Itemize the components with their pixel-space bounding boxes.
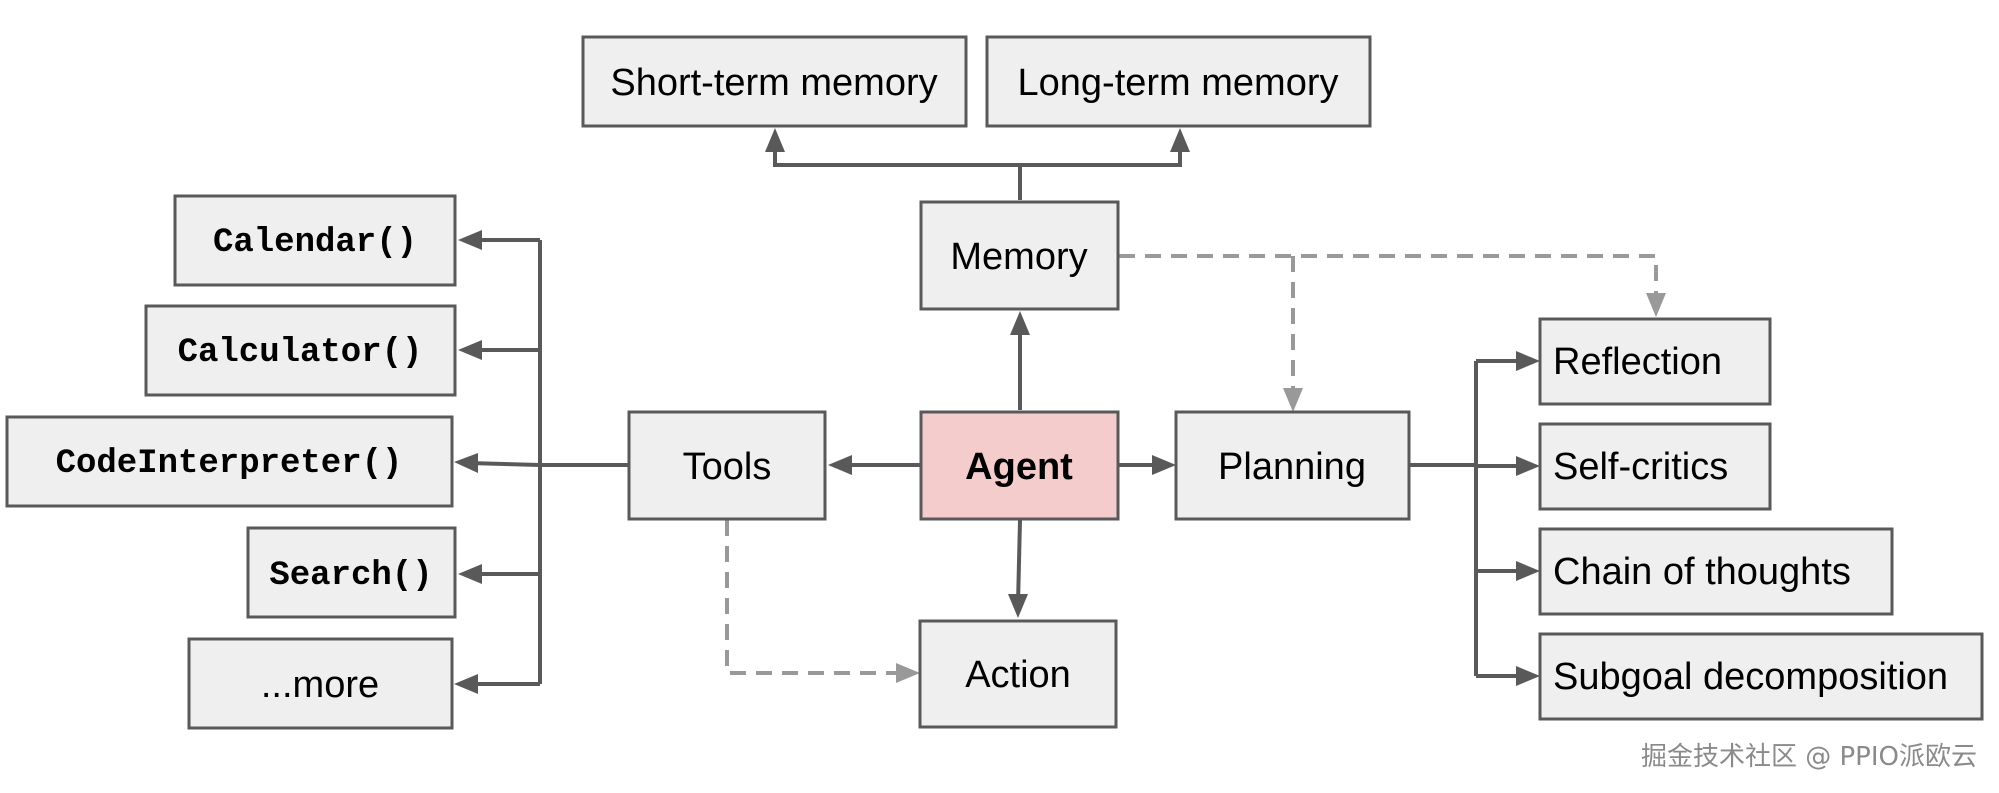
arrowhead-planning bbox=[1152, 455, 1176, 475]
edge-memory-to-long-term bbox=[1020, 140, 1182, 167]
arrowhead-search bbox=[458, 564, 482, 584]
arrowhead-chain-of-thoughts bbox=[1516, 561, 1540, 581]
calendar-label: Calendar() bbox=[213, 224, 417, 262]
edge-agent-to-action bbox=[1016, 519, 1022, 605]
node-tools[interactable]: Tools bbox=[627, 410, 827, 521]
tools-label: Tools bbox=[683, 446, 772, 488]
watermark: 掘金技术社区 @ PPIO派欧云 bbox=[1641, 742, 1977, 772]
dashed-arrowhead-planning bbox=[1283, 388, 1303, 412]
arrowhead-memory bbox=[1010, 311, 1030, 335]
edge-to-code-interpreter bbox=[467, 461, 541, 467]
arrowhead-subgoal bbox=[1516, 666, 1540, 686]
node-calculator[interactable]: Calculator() bbox=[144, 304, 457, 397]
edge-memory-to-short-term bbox=[773, 140, 1022, 200]
node-long-term-memory[interactable]: Long-term memory bbox=[985, 35, 1372, 128]
action-label: Action bbox=[965, 654, 1071, 696]
dashed-tools-to-action bbox=[725, 520, 900, 675]
agent-label: Agent bbox=[965, 446, 1073, 488]
node-memory[interactable]: Memory bbox=[919, 200, 1120, 311]
arrowhead-action bbox=[1008, 594, 1028, 618]
arrowhead-self-critics bbox=[1516, 456, 1540, 476]
search-label: Search() bbox=[269, 557, 432, 595]
arrowhead-long-term bbox=[1170, 128, 1190, 152]
memory-label: Memory bbox=[950, 236, 1087, 278]
node-more[interactable]: ...more bbox=[187, 637, 454, 730]
self-critics-label: Self-critics bbox=[1553, 446, 1728, 488]
arrowhead-calculator bbox=[458, 340, 482, 360]
arrowhead-calendar bbox=[458, 230, 482, 250]
code-interpreter-label: CodeInterpreter() bbox=[56, 445, 403, 483]
arrowhead-tools bbox=[828, 455, 852, 475]
planning-label: Planning bbox=[1218, 446, 1366, 488]
reflection-label: Reflection bbox=[1553, 341, 1722, 383]
arrowhead-short-term bbox=[765, 128, 785, 152]
dashed-connectors bbox=[725, 254, 1666, 683]
calculator-label: Calculator() bbox=[178, 334, 423, 372]
node-self-critics[interactable]: Self-critics bbox=[1538, 422, 1772, 511]
node-subgoal-decomposition[interactable]: Subgoal decomposition bbox=[1538, 632, 1984, 721]
node-reflection[interactable]: Reflection bbox=[1538, 317, 1772, 406]
node-planning[interactable]: Planning bbox=[1174, 410, 1411, 521]
dashed-arrowhead-reflection bbox=[1646, 293, 1666, 317]
arrowhead-more bbox=[454, 674, 478, 694]
long-term-memory-label: Long-term memory bbox=[1018, 62, 1339, 104]
arrowhead-code-interpreter bbox=[454, 453, 478, 473]
more-label: ...more bbox=[261, 664, 379, 706]
subgoal-decomposition-label: Subgoal decomposition bbox=[1553, 656, 1948, 698]
solid-connectors bbox=[454, 128, 1540, 694]
short-term-memory-label: Short-term memory bbox=[610, 62, 937, 104]
chain-of-thoughts-label: Chain of thoughts bbox=[1553, 551, 1851, 593]
node-calendar[interactable]: Calendar() bbox=[173, 194, 457, 287]
arrowhead-reflection bbox=[1516, 351, 1540, 371]
node-agent[interactable]: Agent bbox=[919, 410, 1120, 521]
node-chain-of-thoughts[interactable]: Chain of thoughts bbox=[1538, 527, 1894, 616]
node-code-interpreter[interactable]: CodeInterpreter() bbox=[5, 415, 454, 508]
node-search[interactable]: Search() bbox=[246, 526, 457, 619]
node-action[interactable]: Action bbox=[918, 619, 1118, 729]
dashed-arrowhead-action bbox=[896, 663, 920, 683]
dashed-memory-to-reflection bbox=[1119, 254, 1658, 295]
node-short-term-memory[interactable]: Short-term memory bbox=[581, 35, 968, 128]
